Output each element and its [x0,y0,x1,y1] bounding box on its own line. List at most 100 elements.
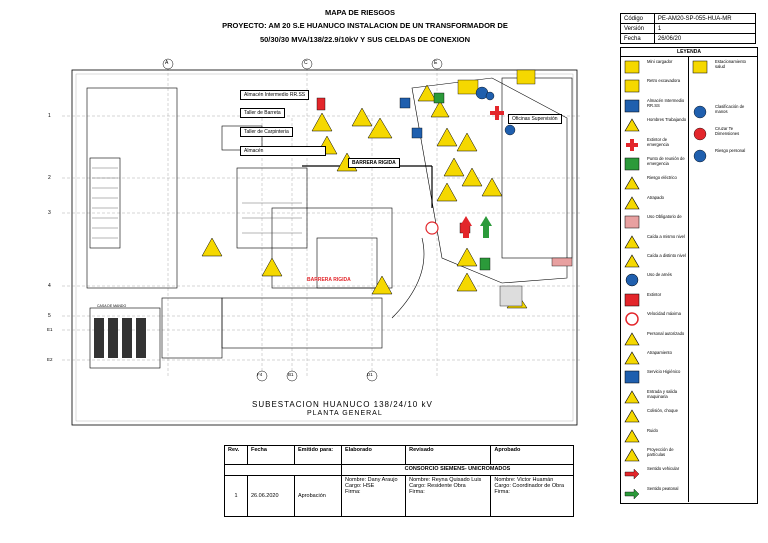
doc-date-value: 26/06/20 [653,33,757,44]
label-oficinas-supervision: Oficinas Supervisión [508,114,562,124]
legend-item-icon [624,370,640,384]
grid-top-c: C [304,60,308,66]
legend-right-label: Clasificación de manos [715,104,745,114]
grid-left-5: 5 [48,313,51,319]
col-fecha: Fecha [247,445,295,465]
plan-title: SUBESTACION HUANUCO 138/24/10 kV [252,400,433,409]
legend-right-label: Cruzar Te Dimensiones [715,126,740,136]
legend-right-item: Clasificación de manos [689,102,757,124]
legend-item-icon [624,215,640,229]
legend-item: Sentido vehicular [621,464,689,484]
row-fecha: 26.06.2020 [247,475,295,517]
legend-item-label: Caída a mismo nivel [647,233,685,239]
legend-item-icon [624,254,640,268]
legend-right-item: Estacionamiento salud [689,57,757,79]
label-taller-barreta: Taller de Barreta [240,108,285,118]
grid-left-e2: E2 [47,357,53,362]
legend-item: Retro excavadora [621,76,689,96]
grid-left-3: 3 [48,210,51,216]
legend-item-label: Riesgo eléctrico [647,175,677,181]
row-revisado: Nombre: Reyna Quisado Luis Cargo: Reside… [405,475,492,517]
label-casa-de-mando: CASA DE MANDO [97,304,127,308]
legend-item-icon [624,293,640,307]
legend-item-icon [624,118,640,132]
revisado-firma: Firma: [409,489,425,495]
legend-item-label: Caída a distinto nivel [647,253,686,258]
grid-bottom-f4: F4 [257,372,263,377]
project-line-1: PROYECTO: AM 20 S.E HUANUCO INSTALACION … [222,21,508,30]
elaborado-nombre: Nombre: Dany Araujo [345,477,398,483]
grid-left-4: 4 [48,283,51,289]
legend-item-label: Velocidad máxima [647,311,681,317]
row-rev: 1 [224,475,248,517]
grid-top-a: A [165,60,169,66]
legend-item-label: Mini cargador [647,59,673,64]
row-aprobado: Nombre: Victor Huamán Cargo: Coordinador… [490,475,574,517]
grid-left-2: 2 [48,175,51,181]
doc-version-value: 1 [653,23,757,34]
legend-item-label: Extintor de emergencia [647,136,669,147]
legend-item-icon [624,79,640,93]
legend-item: Extintor de emergencia [621,135,689,155]
legend-item-label: Retro excavadora [647,78,681,84]
grid-left-1: 1 [48,113,51,119]
legend-item: Personal autorizado [621,329,689,349]
doc-code-value: PE-AM20-SP-055-HUA-MR [653,13,757,24]
label-taller-carpinteria: Taller de Carpinteria [240,127,293,137]
legend-item-icon [624,157,640,171]
legend-item-icon [624,273,640,287]
legend-right-icon [692,127,708,141]
legend-item: Ruido [621,426,689,446]
legend-item-label: Proyección de partículas [647,447,674,457]
legend-item: Caída a mismo nivel [621,232,689,252]
legend-right-item: Riesgo personal [689,146,757,168]
legend-right-item: Cruzar Te Dimensiones [689,124,757,146]
row-elaborado: Nombre: Dany Araujo Cargo: HSE Firma: [340,475,407,517]
legend-item-icon [624,331,640,346]
legend-item-icon [624,409,640,423]
revisado-cargo: Cargo: Residente Obra [409,483,466,489]
legend-item: Punto de reunión de emergencia [621,154,689,174]
legend-item: Entrada y salida maquinaria [621,387,689,407]
legend-item: Atrapamiento [621,348,689,368]
legend-title: LEYENDA [621,48,757,57]
legend-item: Servicio Higiénico [621,367,689,387]
legend-item-label: Atrapamiento [647,350,672,355]
legend-right-label: Estacionamiento salud [715,59,746,69]
legend-item-label: Sentido peatonal [647,485,679,491]
legend-item-icon [624,487,640,501]
col-revisado: Revisado [405,445,492,465]
legend-item: Almacén Intermedio RR.SS [621,96,689,116]
grid-bottom-d1: D1 [367,372,373,377]
plan-subtitle: PLANTA GENERAL [307,410,383,417]
consortium-name: CONSORCIO SIEMENS- UNICROMADOS [341,464,574,476]
legend-item-label: Colisión, choque [647,408,678,414]
legend-item-icon [624,196,640,210]
legend-right-icon [692,149,708,163]
legend-right-icon [692,105,708,119]
col-rev: Rev. [224,445,248,465]
legend-item-icon [624,138,640,152]
legend-item: Proyección de partículas [621,445,689,465]
legend-item-icon [624,351,640,365]
legend-item-label: Punto de reunión de emergencia [647,156,685,166]
legend-item-icon [624,390,640,404]
legend-item-label: Hombres Trabajando [647,117,687,123]
label-barrera-rigida-2: BARRERA RIGIDA [307,277,351,283]
legend-item-label: Extintor [647,291,662,297]
legend-right-label: Riesgo personal [715,148,746,153]
legend-item-icon [624,448,640,462]
legend-item-icon [624,428,640,443]
doc-date-label: Fecha [620,33,655,44]
col-emitido: Emitido para: [294,445,342,465]
col-elaborado: Elaborado [340,445,407,465]
legend-item-icon [624,60,640,74]
legend-divider [688,56,689,502]
label-barrera-rigida-1: BARRERA RIGIDA [348,158,400,168]
legend-item: Hombres Trabajando [621,115,689,135]
label-almacen: Almacén [240,146,326,156]
legend-item: Caída a distinto nivel [621,251,689,271]
row-emitido: Aprobación [294,475,342,517]
